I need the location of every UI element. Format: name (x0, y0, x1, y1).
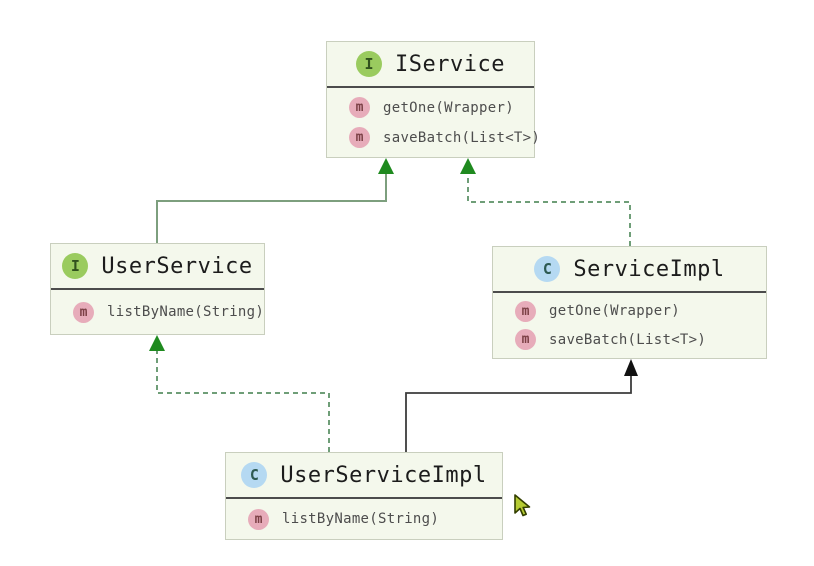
method-icon: m (515, 329, 536, 351)
method-signature: getOne(Wrapper) (549, 303, 680, 320)
arrowhead-userserviceimpl-to-serviceimpl (624, 359, 638, 376)
method-row[interactable]: m saveBatch(List<T>) (493, 329, 766, 351)
method-signature: listByName(String) (107, 304, 265, 320)
class-box-iservice[interactable]: I IService m getOne(Wrapper) m saveBatch… (326, 41, 540, 158)
class-box-userservice[interactable]: I UserService m listByName(String) (50, 243, 265, 335)
method-signature: saveBatch(List<T>) (383, 129, 541, 146)
method-signature: saveBatch(List<T>) (549, 331, 707, 348)
method-row[interactable]: m saveBatch(List<T>) (327, 127, 540, 148)
interface-icon: I (356, 51, 383, 77)
method-row[interactable]: m listByName(String) (226, 508, 502, 530)
method-icon: m (349, 127, 370, 148)
class-header[interactable]: C UserServiceImpl (226, 453, 502, 499)
class-title: IService (395, 51, 505, 77)
methods-list: m listByName(String) (51, 290, 264, 334)
class-header[interactable]: I UserService (51, 244, 264, 290)
method-signature: listByName(String) (282, 511, 440, 527)
methods-list: m getOne(Wrapper) m saveBatch(List<T>) (327, 88, 540, 157)
class-icon: C (241, 462, 268, 488)
edge-userservice-to-iservice (156, 173, 387, 243)
method-row[interactable]: m getOne(Wrapper) (493, 300, 766, 322)
arrowhead-serviceimpl-to-iservice (460, 158, 476, 174)
methods-list: m getOne(Wrapper) m saveBatch(List<T>) (493, 293, 766, 358)
arrowhead-userservice-to-iservice (378, 158, 394, 174)
class-title: ServiceImpl (573, 256, 725, 282)
method-row[interactable]: m listByName(String) (51, 301, 265, 323)
class-box-serviceimpl[interactable]: C ServiceImpl m getOne(Wrapper) m saveBa… (492, 246, 767, 359)
edge-serviceimpl-to-iservice (467, 173, 631, 246)
class-title: UserServiceImpl (280, 462, 487, 488)
method-row[interactable]: m getOne(Wrapper) (327, 97, 534, 118)
class-box-userserviceimpl[interactable]: C UserServiceImpl m listByName(String) (225, 452, 503, 540)
method-signature: getOne(Wrapper) (383, 99, 514, 116)
arrowhead-userserviceimpl-to-userservice (149, 335, 165, 351)
mouse-cursor-icon (514, 494, 531, 517)
class-title: UserService (101, 253, 253, 279)
class-header[interactable]: I IService (327, 42, 534, 88)
methods-list: m listByName(String) (226, 499, 502, 539)
edge-userserviceimpl-to-serviceimpl (405, 376, 632, 452)
edge-userserviceimpl-to-userservice (156, 351, 330, 452)
interface-icon: I (62, 253, 89, 279)
class-icon: C (534, 256, 561, 282)
method-icon: m (349, 97, 370, 118)
method-icon: m (73, 301, 94, 323)
method-icon: m (515, 300, 536, 322)
class-header[interactable]: C ServiceImpl (493, 247, 766, 293)
method-icon: m (248, 508, 269, 530)
